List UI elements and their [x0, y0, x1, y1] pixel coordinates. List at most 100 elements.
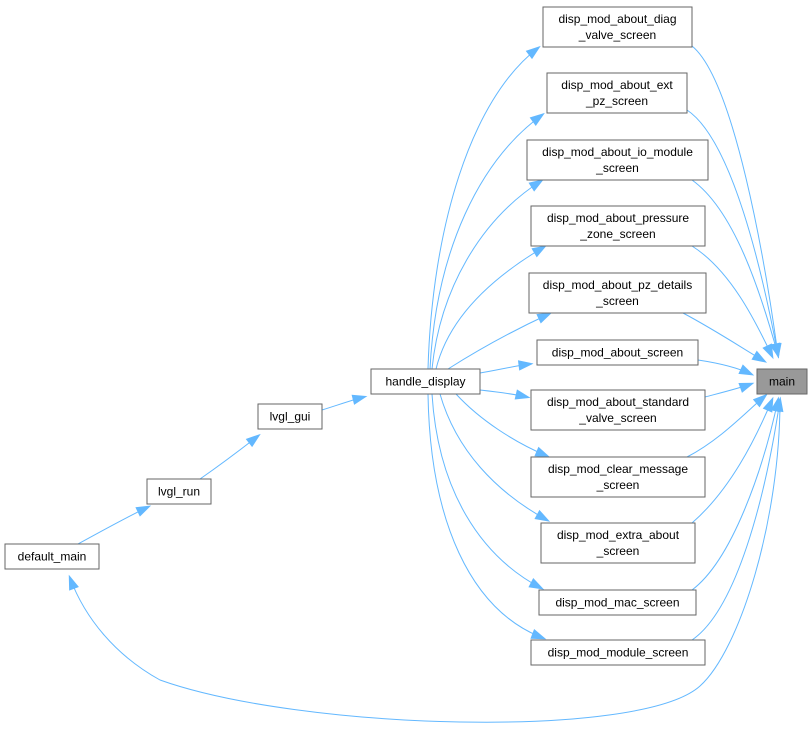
graph-nodes: maindisp_mod_about_diag_valve_screendisp…: [4, 6, 808, 666]
edge-clear-to-main: [686, 393, 768, 458]
node-box: [530, 205, 706, 247]
node-clear[interactable]: disp_mod_clear_message _screen: [530, 456, 706, 498]
node-box: [370, 368, 481, 395]
node-box: [540, 522, 696, 564]
node-label: _valve_screen: [578, 28, 656, 42]
edge-arrowhead: [534, 446, 551, 458]
edge-handle-to-standard: [479, 389, 531, 400]
edge-arrowhead: [525, 45, 541, 60]
edge-line: [691, 179, 779, 356]
edge-default-to-main: [68, 399, 781, 723]
edge-handle-to-pzdet: [447, 312, 553, 370]
edge-pressure-to-main: [691, 245, 774, 360]
node-label: _zone_screen: [579, 227, 655, 241]
node-pzdet[interactable]: disp_mod_about_pz_details_screen: [528, 272, 707, 314]
edge-arrowhead: [738, 382, 755, 393]
node-main[interactable]: main: [756, 368, 808, 395]
node-box: [756, 368, 808, 395]
edge-handle-to-diag: [427, 45, 541, 370]
edge-arrowhead: [517, 360, 534, 371]
edge-handle-to-io: [431, 179, 544, 370]
edge-handle-to-about: [479, 360, 534, 374]
node-label: lvgl_run: [158, 485, 200, 499]
node-label: main: [769, 375, 795, 389]
node-box: [4, 543, 100, 570]
edge-line: [431, 180, 542, 370]
edge-arrowhead: [245, 433, 261, 448]
node-box: [257, 403, 323, 430]
node-box: [546, 72, 688, 114]
node-run[interactable]: lvgl_run: [146, 478, 212, 505]
edge-arrowhead: [351, 394, 368, 405]
edge-pzdet-to-main: [682, 312, 768, 363]
edge-line: [686, 109, 779, 356]
node-box: [536, 339, 699, 366]
node-extra[interactable]: disp_mod_extra_about _screen: [540, 522, 696, 564]
node-label: disp_mod_about_diag: [558, 12, 676, 26]
edge-handle-to-clear: [455, 393, 551, 458]
edge-line: [691, 399, 781, 641]
node-label: _screen: [596, 478, 640, 492]
node-module[interactable]: disp_mod_module_screen: [530, 639, 706, 666]
node-label: _valve_screen: [578, 411, 656, 425]
node-ext[interactable]: disp_mod_about_ext _pz_screen: [546, 72, 688, 114]
edge-gui-to-handle: [321, 394, 368, 411]
edge-line: [429, 114, 543, 370]
edge-arrowhead: [531, 245, 548, 258]
edge-extra-to-main: [691, 396, 774, 524]
edge-arrowhead: [762, 396, 774, 413]
node-label: disp_mod_about_standard: [547, 395, 689, 409]
node-box: [538, 589, 697, 616]
node-mac[interactable]: disp_mod_mac_screen: [538, 589, 697, 616]
edge-line: [691, 399, 773, 524]
edge-line: [427, 47, 539, 370]
node-box: [530, 389, 706, 431]
edge-arrowhead: [536, 312, 553, 324]
node-label: disp_mod_clear_message: [548, 462, 688, 476]
edge-arrowhead: [514, 389, 531, 400]
node-label: lvgl_gui: [270, 410, 311, 424]
node-default[interactable]: default_main: [4, 543, 100, 570]
edge-line: [77, 506, 149, 545]
node-label: disp_mod_about_io_module: [542, 145, 693, 159]
edge-handle-to-extra: [439, 393, 551, 522]
edge-handle-to-pressure: [435, 245, 548, 370]
edge-module-to-main: [691, 396, 784, 641]
node-label: _pz_screen: [585, 94, 648, 108]
node-diag[interactable]: disp_mod_about_diag _valve_screen: [542, 6, 693, 48]
edge-arrowhead: [762, 343, 774, 360]
node-box: [542, 6, 693, 48]
edge-about-to-main: [697, 359, 755, 376]
edge-line: [691, 45, 779, 356]
node-box: [526, 139, 709, 181]
node-io[interactable]: disp_mod_about_io_module _screen: [526, 139, 709, 181]
node-label: disp_mod_about_screen: [552, 346, 683, 360]
edge-handle-to-mac: [431, 393, 545, 590]
edge-arrowhead: [773, 396, 784, 413]
node-label: handle_display: [385, 375, 465, 389]
node-standard[interactable]: disp_mod_about_standard _valve_screen: [530, 389, 706, 431]
edge-line: [691, 245, 773, 357]
edge-line: [435, 246, 545, 370]
edge-arrowhead: [769, 342, 780, 359]
node-pressure[interactable]: disp_mod_about_pressure_zone_screen: [530, 205, 706, 247]
edge-line: [455, 393, 548, 457]
edge-run-to-gui: [199, 433, 261, 480]
node-label: _screen: [595, 161, 639, 175]
node-label: _screen: [596, 544, 640, 558]
node-label: disp_mod_about_ext: [561, 78, 673, 92]
edge-arrowhead: [528, 578, 545, 590]
edge-handle-to-ext: [429, 112, 545, 370]
node-handle[interactable]: handle_display: [370, 368, 481, 395]
edge-line: [69, 399, 781, 723]
node-box: [530, 456, 706, 498]
edge-line: [447, 313, 550, 370]
edge-default-to-run: [77, 505, 152, 545]
node-about[interactable]: disp_mod_about_screen: [536, 339, 699, 366]
edge-standard-to-main: [704, 382, 755, 398]
edge-arrowhead: [68, 574, 79, 591]
edge-arrowhead: [135, 505, 152, 517]
node-label: disp_mod_extra_about: [557, 528, 680, 542]
node-gui[interactable]: lvgl_gui: [257, 403, 323, 430]
